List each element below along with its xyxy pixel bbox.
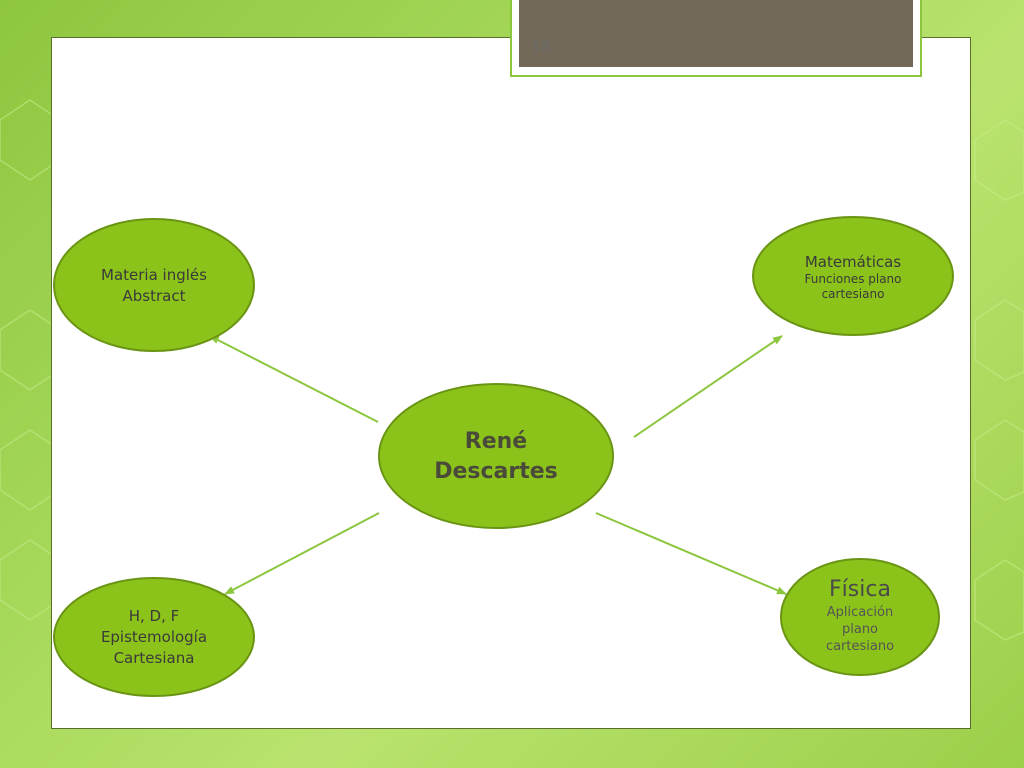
bottom-left-line-3: Cartesiana [113,649,195,667]
arrow-to-top-left [209,335,379,423]
bottom-left-line-1: H, D, F [128,607,180,625]
top-left-node-label: Materia inglés Abstract [55,265,253,307]
arrow-to-bottom-left [224,512,380,595]
node-top-right [752,216,954,336]
node-top-left [53,218,255,352]
slide-number-bar [519,0,913,67]
bottom-left-node-label: H, D, F Epistemología Cartesiana [55,606,253,669]
bottom-right-sub-2: plano [841,622,879,637]
top-right-sub-2: cartesiano [821,287,885,301]
bottom-right-node-label: Física Aplicación plano cartesiano [782,576,938,655]
arrow-to-bottom-right [595,512,787,595]
center-node-label: René Descartes [380,427,612,487]
node-bottom-right [780,558,940,676]
top-left-line-1: Materia inglés [101,266,207,284]
top-right-title: Matemáticas [804,253,902,271]
node-bottom-left [53,577,255,697]
top-right-node-label: Matemáticas Funciones plano cartesiano [755,253,951,302]
node-center [378,383,614,529]
bottom-right-sub-1: Aplicación [826,605,894,620]
bottom-left-line-2: Epistemología [100,628,208,646]
slide-number: 18 [531,38,551,56]
center-line-2: Descartes [434,459,558,484]
top-right-sub-1: Funciones plano [804,272,902,286]
arrow-to-top-right [633,335,783,438]
center-line-1: René [464,429,528,454]
top-left-line-2: Abstract [122,287,186,305]
bottom-right-sub-3: cartesiano [825,639,895,654]
bottom-right-title: Física [829,577,891,602]
